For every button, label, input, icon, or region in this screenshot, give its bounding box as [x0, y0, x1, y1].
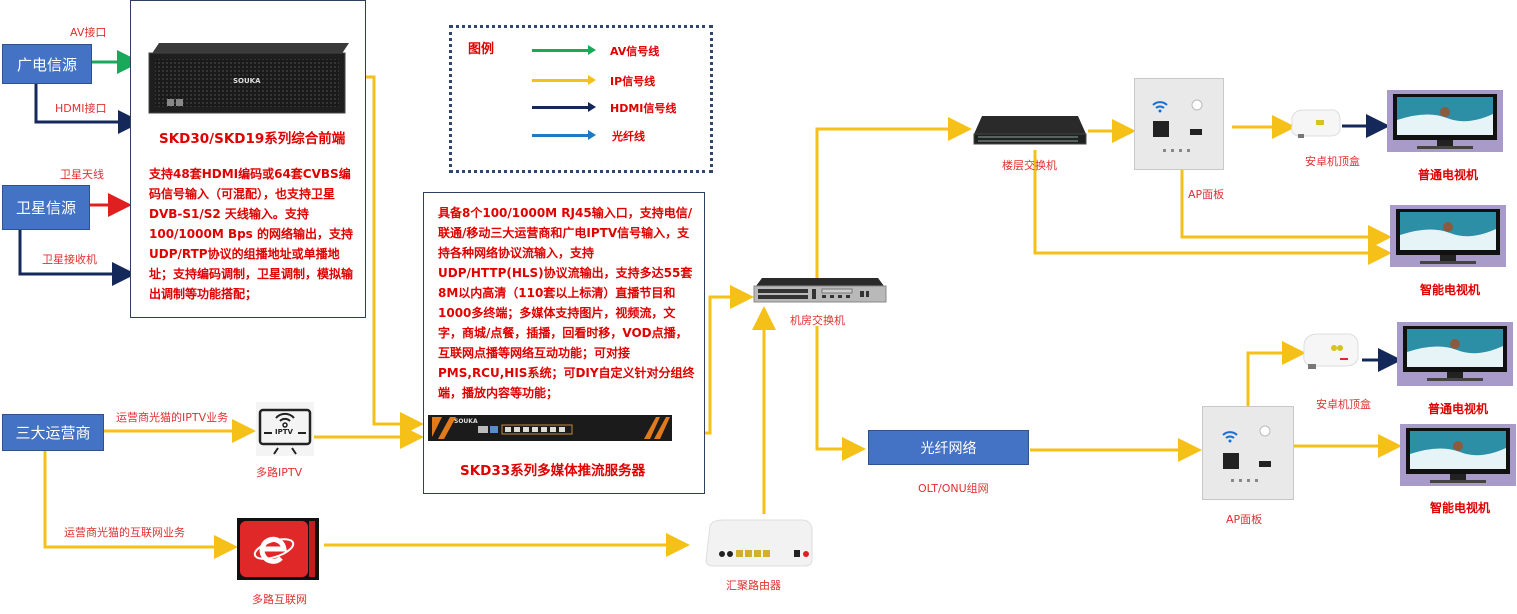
set-top-box-icon [1291, 109, 1341, 138]
label-carrier-iptv: 运营商光猫的IPTV业务 [116, 411, 229, 424]
server-description: 具备8个100/1000M RJ45输入口，支持电信/联通/移动三大运营商和广电… [438, 206, 695, 400]
arrow-icon [588, 45, 596, 55]
label-tv-smart-2: 智能电视机 [1430, 501, 1491, 515]
arrow-icon [588, 75, 596, 85]
label-olt-onu: OLT/ONU组网 [918, 482, 989, 495]
legend-title: 图例 [468, 42, 495, 57]
internet-device [237, 518, 319, 580]
legend-hdmi-label: HDMI信号线 [610, 102, 677, 115]
floor-switch-device [972, 114, 1088, 146]
tv-smart-1 [1390, 205, 1506, 267]
arrow-icon [588, 102, 596, 112]
label-ap-panel-1: AP面板 [1188, 188, 1225, 201]
legend-fiber-line [532, 134, 592, 137]
frontend-chassis-icon [148, 43, 349, 114]
label-av-port: AV接口 [70, 26, 107, 39]
ap-panel-icon [1222, 425, 1271, 482]
server-title: SKD33系列多媒体推流服务器 [460, 463, 646, 479]
iptv-icon-text: IPTV [275, 428, 293, 436]
router-icon [705, 519, 813, 567]
iptv-tv-icon [256, 402, 314, 456]
label-multi-iptv: 多路IPTV [256, 466, 303, 479]
label-sat-receiver: 卫星接收机 [42, 253, 97, 266]
tv-icon [1397, 322, 1513, 386]
legend-hdmi-line [532, 106, 592, 109]
label-floor-switch: 楼层交换机 [1002, 159, 1057, 172]
source-satellite: 卫星信源 [2, 185, 90, 230]
server-brand: SOUKA [454, 418, 478, 425]
legend-fiber-label: 光纤线 [612, 130, 645, 143]
streaming-server-panel: 具备8个100/1000M RJ45输入口，支持电信/联通/移动三大运营商和广电… [423, 192, 705, 494]
arrow-icon [588, 130, 596, 140]
label-hdmi-port: HDMI接口 [55, 102, 107, 115]
ap-panel-icon [1152, 99, 1203, 152]
label-core-switch: 机房交换机 [790, 314, 845, 327]
label-tv-normal-2: 普通电视机 [1428, 402, 1489, 416]
tv-icon [1390, 205, 1506, 267]
label-ap-panel-2: AP面板 [1226, 513, 1263, 526]
legend-av-label: AV信号线 [610, 45, 660, 58]
label-router: 汇聚路由器 [726, 579, 781, 592]
frontend-brand: SOUKA [233, 77, 261, 85]
stb-1 [1288, 108, 1342, 140]
ap-panel-1 [1134, 78, 1224, 170]
frontend-description: 支持48套HDMI编码或64套CVBS编码信号输入（可混配），也支持卫星DVB-… [149, 167, 354, 301]
tv-icon [1387, 90, 1503, 152]
label-tv-normal-1: 普通电视机 [1418, 168, 1479, 182]
iptv-device: IPTV [256, 402, 314, 456]
label-carrier-internet: 运营商光猫的互联网业务 [64, 526, 185, 539]
label-stb-2: 安卓机顶盒 [1316, 398, 1371, 411]
switch-icon [973, 116, 1087, 145]
label-sat-antenna: 卫星天线 [60, 168, 104, 181]
legend-av-line [532, 49, 592, 52]
label-stb-1: 安卓机顶盒 [1305, 155, 1360, 168]
source-broadcast: 广电信源 [2, 44, 92, 84]
label-tv-smart-1: 智能电视机 [1420, 283, 1481, 297]
legend-ip-label: IP信号线 [610, 75, 656, 88]
frontend-panel: SOUKA SKD30/SKD19系列综合前端 支持48套HDMI编码或64套C… [130, 0, 366, 318]
legend-ip-line [532, 79, 592, 82]
label-multi-internet: 多路互联网 [252, 593, 307, 606]
server-chassis-icon [428, 415, 672, 441]
set-top-box-icon [1303, 333, 1359, 369]
frontend-device: SOUKA [145, 41, 349, 115]
ap-panel-2 [1202, 406, 1294, 500]
source-carriers: 三大运营商 [2, 414, 104, 451]
fiber-network-box: 光纤网络 [868, 430, 1029, 465]
core-switch-device [752, 278, 888, 304]
tv-normal-1 [1387, 90, 1503, 152]
tv-icon [1400, 424, 1516, 486]
legend: 图例 AV信号线 IP信号线 HDMI信号线 光纤线 [449, 25, 713, 173]
stb-2 [1298, 332, 1362, 372]
router-device [704, 518, 814, 570]
switch-icon [753, 278, 887, 303]
internet-e-icon [240, 521, 315, 577]
tv-smart-2 [1400, 424, 1516, 486]
frontend-title: SKD30/SKD19系列综合前端 [159, 131, 346, 147]
tv-normal-2 [1397, 322, 1513, 386]
server-device: SOUKA [428, 411, 672, 445]
